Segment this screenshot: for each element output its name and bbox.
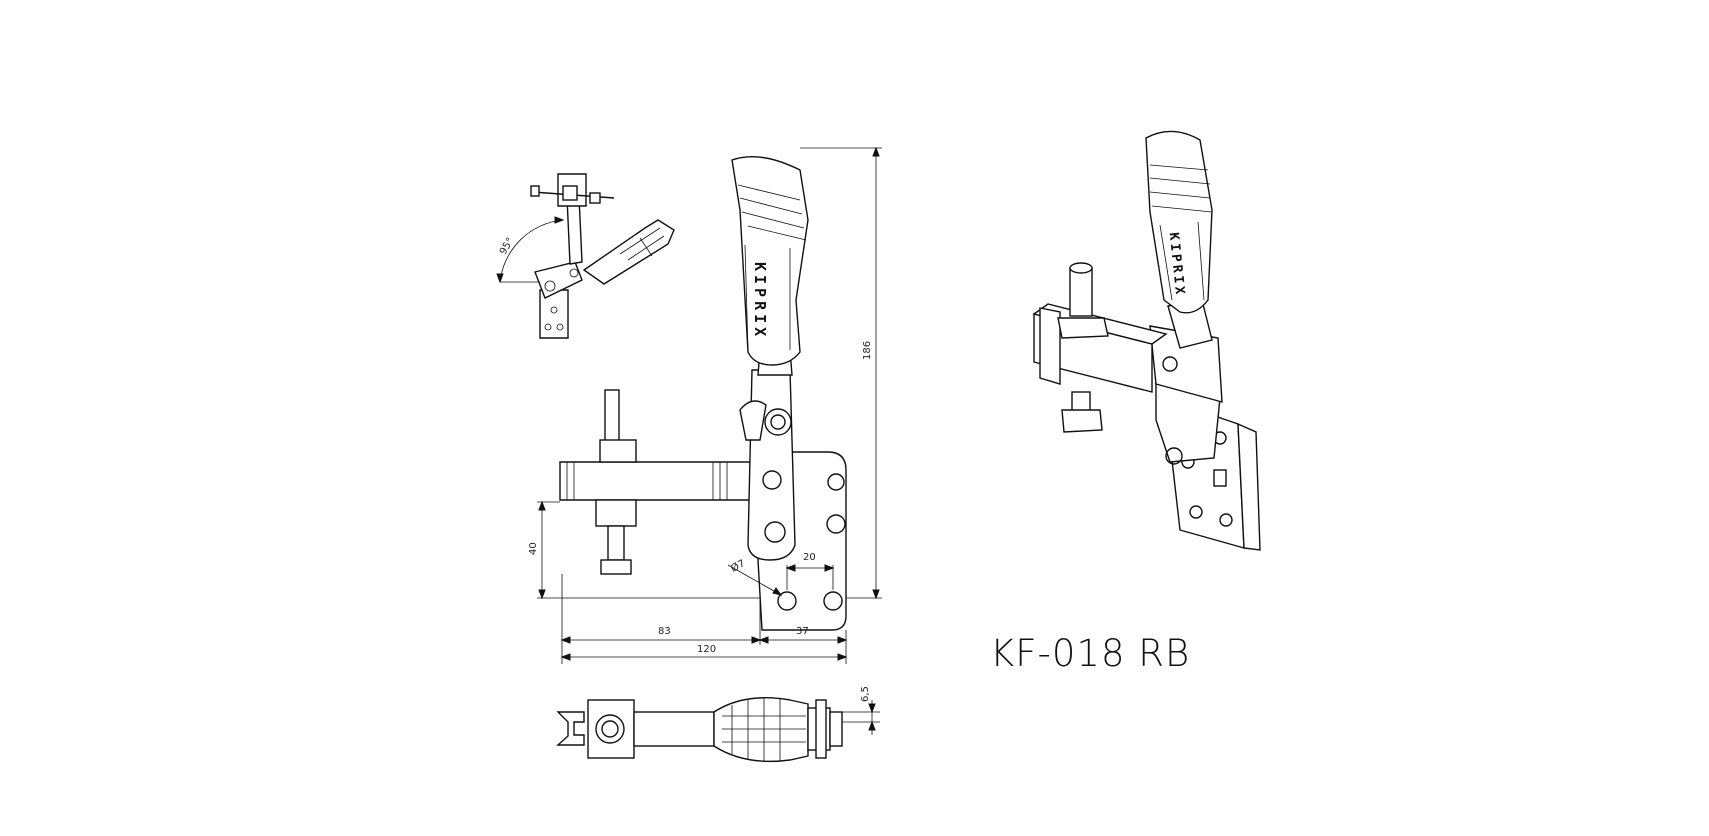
model-label: KF-018 RB: [990, 632, 1191, 675]
brand-mark: KIPRIX: [751, 262, 769, 340]
dim-total-length: 120: [697, 644, 716, 655]
top-view: 6,5: [556, 686, 880, 763]
side-view: KIPRIX 186 40 20 Ø7: [528, 146, 882, 664]
dim-plate-thickness: 6,5: [860, 686, 871, 702]
dim-offset: 37: [796, 626, 809, 637]
dim-total-height: 186: [862, 341, 873, 360]
dim-hole-spacing: 20: [803, 552, 816, 563]
isometric-view: KIPRIX: [1032, 130, 1261, 551]
dim-reach: 83: [658, 626, 671, 637]
dim-base-height: 40: [528, 542, 539, 555]
dim-hole-diameter: Ø7: [729, 557, 747, 574]
angle-label: 95°: [498, 236, 516, 257]
iso-brand-mark: KIPRIX: [1166, 232, 1188, 298]
open-position-view: 95°: [496, 173, 675, 339]
